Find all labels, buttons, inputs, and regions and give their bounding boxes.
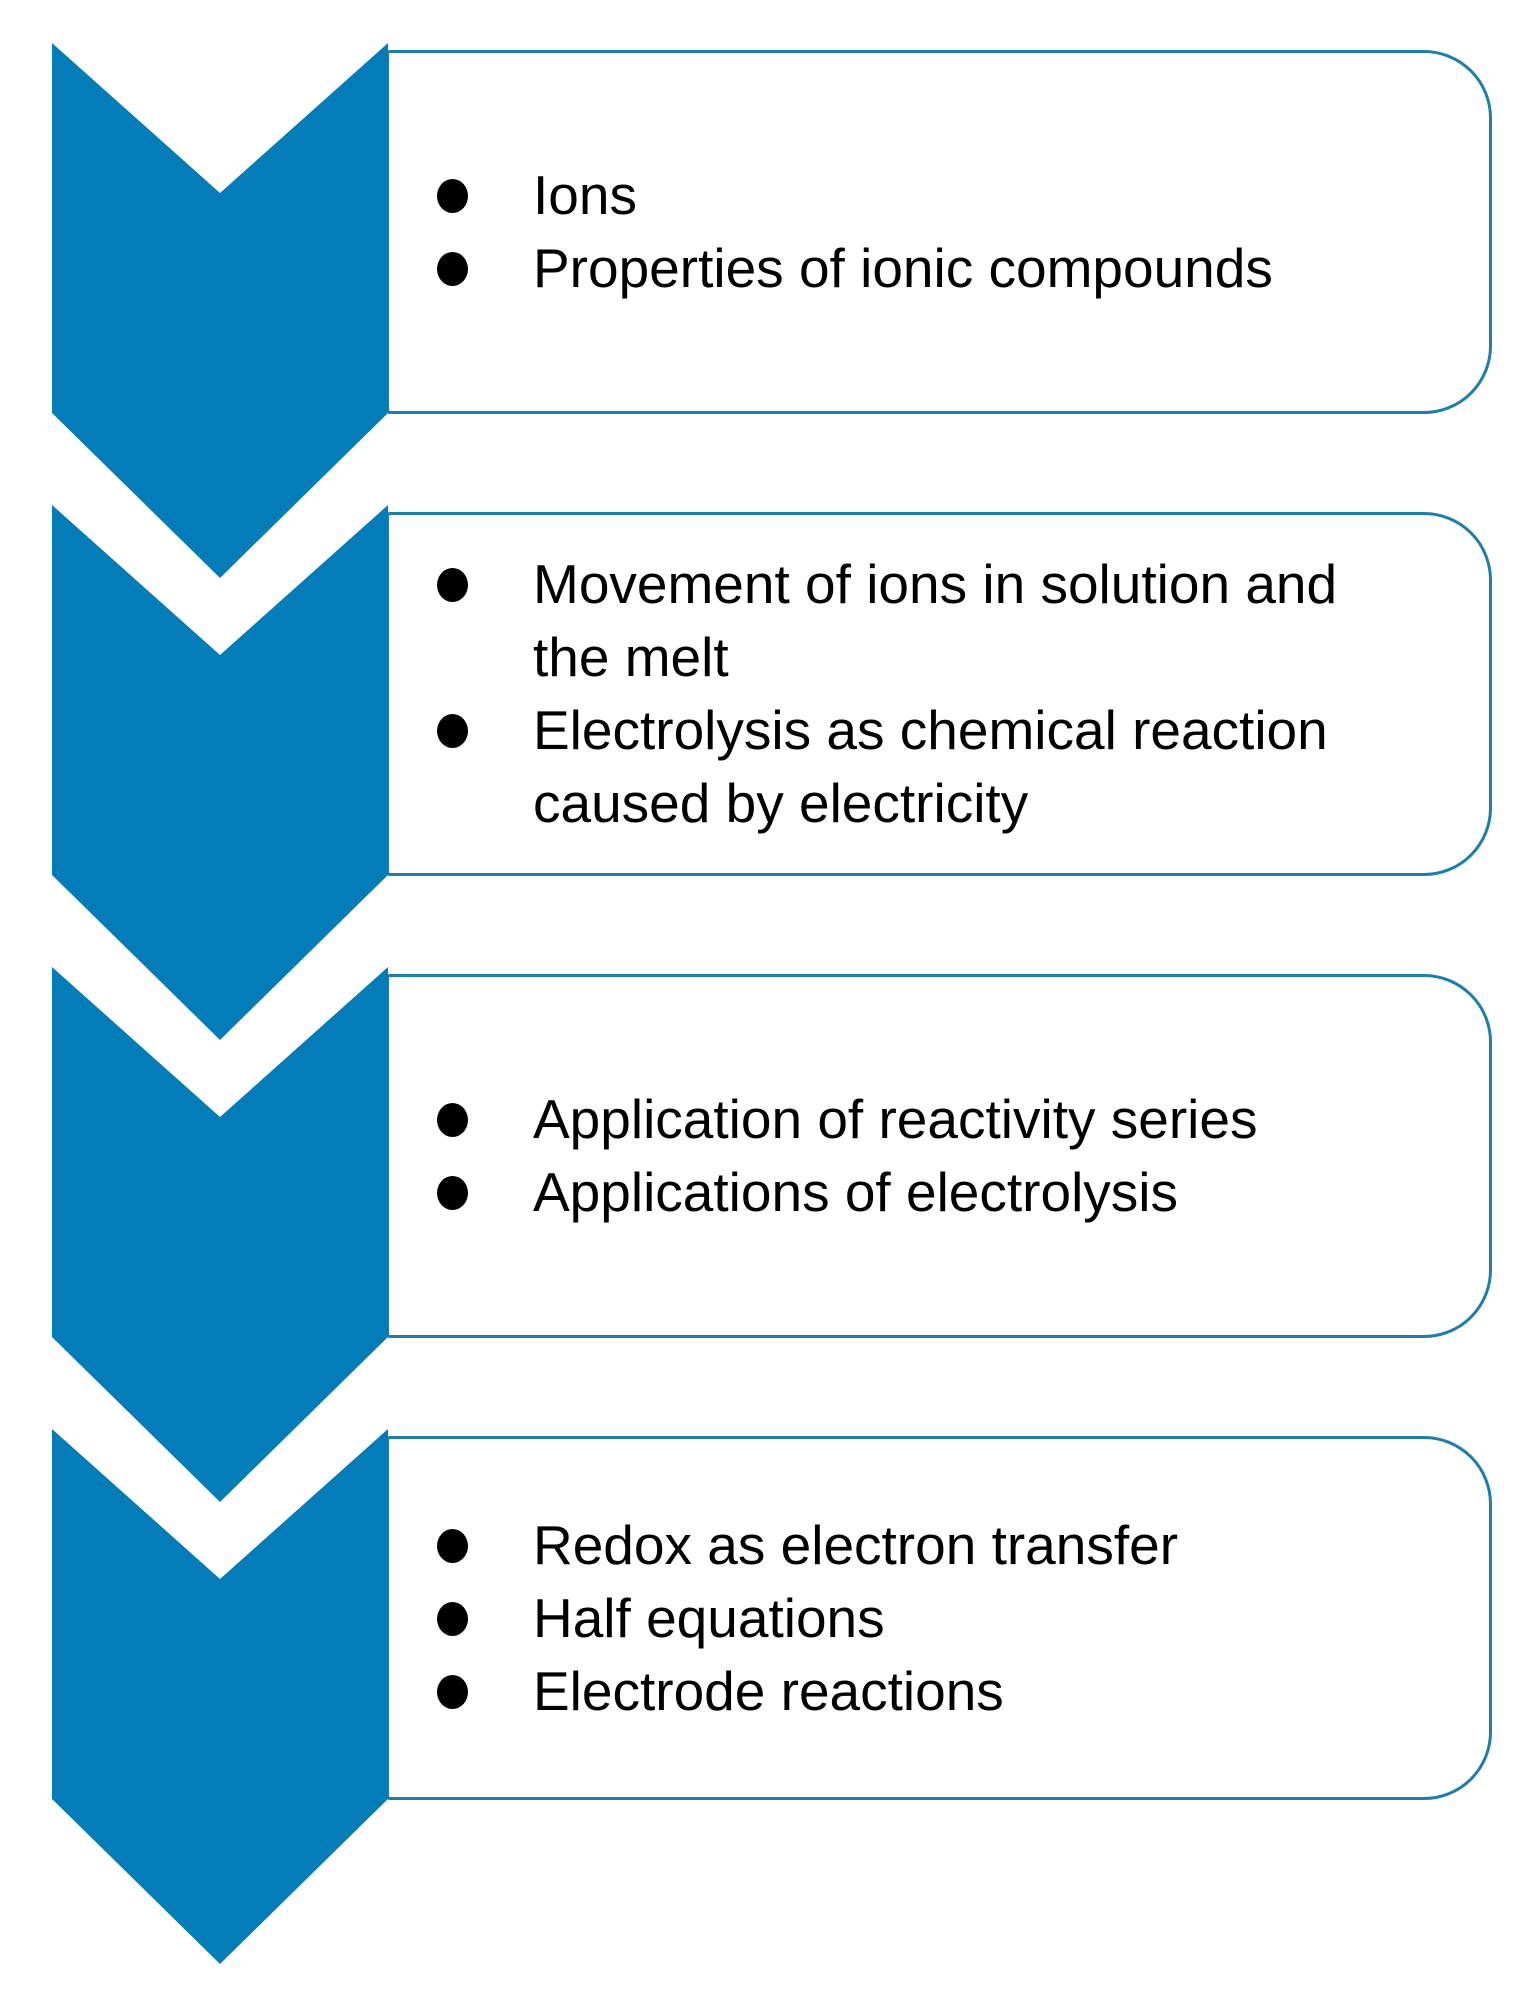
bullet-text: Redox as electron transfer	[533, 1513, 1179, 1576]
step-box-2: Movement of ions in solution and the mel…	[386, 512, 1492, 876]
bullet-dot	[437, 568, 468, 602]
bullet-text: Electrode reactions	[533, 1659, 1004, 1722]
bullet-dot	[437, 714, 468, 748]
step-box-4: Redox as electron transfer Half equation…	[386, 1436, 1492, 1800]
bullet-dot	[437, 1176, 468, 1210]
bullet-list: Application of reactivity series Applica…	[389, 1083, 1489, 1229]
bullet-item: Electrode reactions	[437, 1655, 1449, 1728]
bullet-dot	[437, 1528, 468, 1563]
bullet-text: Applications of electrolysis	[533, 1161, 1179, 1223]
bullet-dot	[437, 179, 468, 213]
bullet-item: Half equations	[437, 1582, 1449, 1655]
step-box-3: Application of reactivity series Applica…	[386, 974, 1492, 1338]
bullet-item: Application of reactivity series	[437, 1083, 1449, 1156]
chevron-down-arrow-4	[52, 1429, 388, 1964]
step-box-1: Ions Properties of ionic compounds	[386, 50, 1492, 414]
bullet-item: Redox as electron transfer	[437, 1509, 1449, 1582]
bullet-text: Ions	[533, 164, 637, 226]
bullet-dot	[437, 252, 468, 286]
bullet-list: Ions Properties of ionic compounds	[389, 159, 1489, 305]
chevron-down-arrow-2	[52, 505, 388, 1040]
bullet-item: Electrolysis as chemical reaction caused…	[437, 694, 1449, 840]
bullet-dot	[437, 1103, 468, 1137]
bullet-item: Movement of ions in solution and the mel…	[437, 548, 1449, 694]
bullet-list: Movement of ions in solution and the mel…	[389, 548, 1489, 840]
bullet-item: Ions	[437, 159, 1449, 232]
bullet-item: Applications of electrolysis	[437, 1156, 1449, 1229]
bullet-text: Half equations	[533, 1586, 885, 1649]
bullet-text: Electrolysis as chemical reaction caused…	[533, 699, 1328, 834]
bullet-text: Application of reactivity series	[533, 1088, 1258, 1150]
bullet-list: Redox as electron transfer Half equation…	[389, 1509, 1489, 1728]
chevron-down-arrow-3	[52, 967, 388, 1502]
bullet-text: Movement of ions in solution and the mel…	[533, 553, 1338, 688]
bullet-text: Properties of ionic compounds	[533, 237, 1273, 299]
chevron-down-arrow-1	[52, 43, 388, 578]
bullet-item: Properties of ionic compounds	[437, 232, 1449, 305]
bullet-dot	[437, 1674, 468, 1709]
bullet-dot	[437, 1601, 468, 1636]
